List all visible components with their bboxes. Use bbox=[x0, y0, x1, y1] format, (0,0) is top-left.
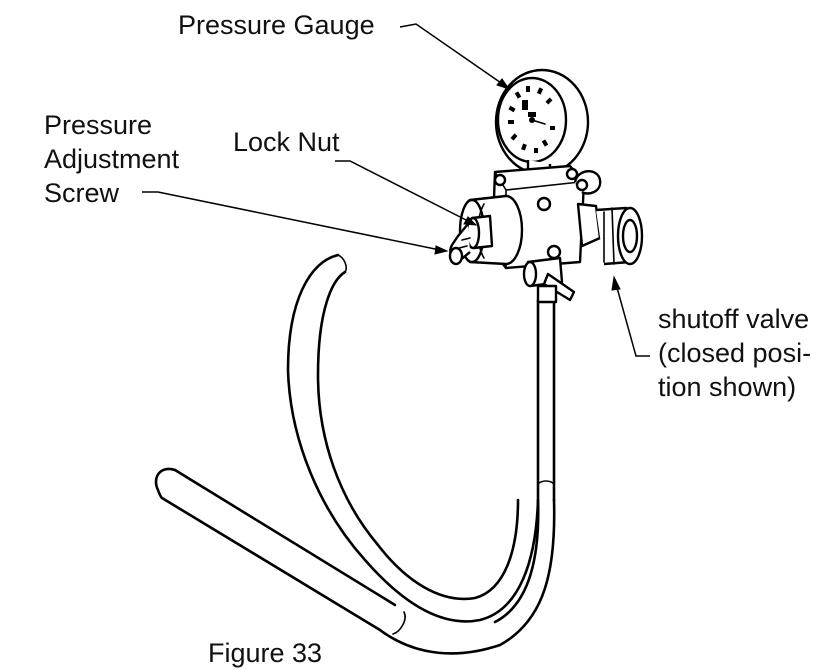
label-line: (closed posi- bbox=[658, 338, 812, 368]
label-line: Pressure bbox=[44, 110, 153, 140]
regulator-body-drawing bbox=[448, 164, 644, 304]
figure-caption: Figure 33 bbox=[208, 638, 323, 668]
label-line: shutoff valve bbox=[658, 304, 810, 334]
label-pressure-adjustment-screw: Pressure Adjustment Screw bbox=[44, 108, 179, 210]
label-line: Adjustment bbox=[44, 144, 180, 174]
hose bbox=[154, 253, 556, 655]
label-shutoff-valve: shutoff valve (closed posi- tion shown) bbox=[658, 302, 811, 404]
label-line: tion shown) bbox=[658, 372, 797, 402]
label-pressure-gauge: Pressure Gauge bbox=[178, 10, 375, 40]
pressure-gauge-drawing bbox=[494, 68, 590, 184]
label-lock-nut: Lock Nut bbox=[233, 127, 340, 157]
leader-lines bbox=[142, 23, 650, 357]
label-line: Screw bbox=[44, 178, 120, 208]
